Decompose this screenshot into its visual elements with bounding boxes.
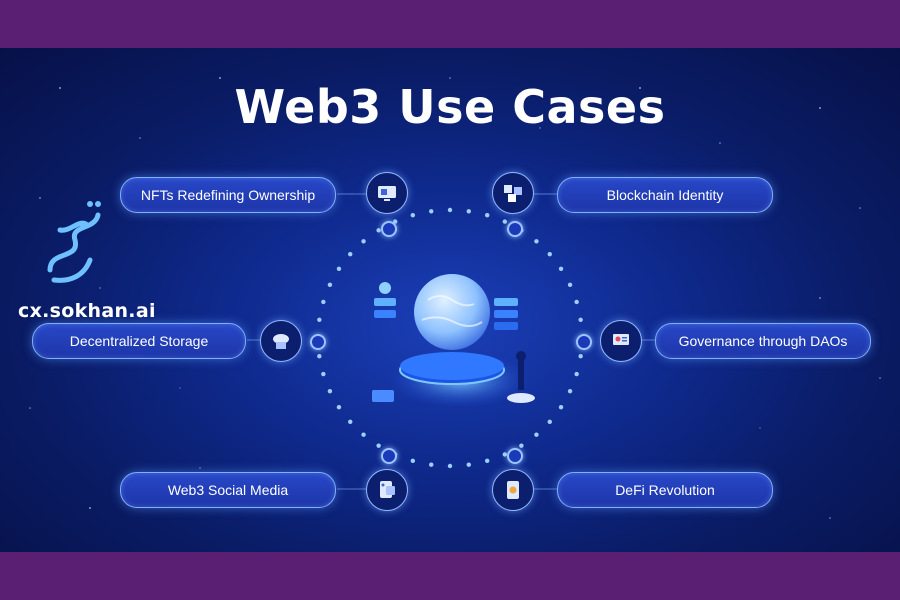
use-case-pill: Web3 Social Media: [120, 472, 336, 508]
ring-node: [507, 221, 523, 237]
use-case-pill: NFTs Redefining Ownership: [120, 177, 336, 213]
ring-dot: [578, 317, 583, 322]
page-title: Web3 Use Cases: [234, 80, 666, 134]
cloud-storage-icon: [260, 320, 302, 362]
use-case-pill: Blockchain Identity: [557, 177, 773, 213]
ring-node: [507, 448, 523, 464]
use-case-label: Blockchain Identity: [606, 187, 724, 203]
ring-dot: [348, 419, 353, 425]
ring-dot: [558, 266, 564, 271]
ring-dot: [447, 463, 453, 469]
nft-ownership-icon: [366, 172, 408, 214]
ring-dot: [410, 458, 416, 464]
ring-node: [576, 334, 592, 350]
ring-dot: [376, 228, 381, 233]
ring-dot: [429, 462, 434, 467]
ring-dot: [567, 282, 573, 288]
ring-dot: [466, 209, 471, 214]
use-case-label: Governance through DAOs: [678, 333, 848, 349]
ring-dot: [321, 299, 326, 305]
social-media-icon: [366, 469, 408, 511]
ring-dot: [410, 212, 416, 218]
ring-dot: [376, 443, 381, 448]
ring-node: [381, 448, 397, 464]
use-case-pill: Governance through DAOs: [655, 323, 871, 359]
use-case-pill: Decentralized Storage: [32, 323, 246, 359]
ring-dot: [429, 209, 434, 214]
blockchain-identity-icon: [492, 172, 534, 214]
ring-dot: [558, 405, 564, 410]
central-globe-illustration: [372, 274, 535, 408]
watermark-text: cx.sokhan.ai: [18, 300, 156, 322]
ring-dot: [361, 239, 366, 244]
ring-dot: [348, 251, 353, 257]
ring-dot: [447, 207, 453, 213]
ring-dot: [578, 354, 583, 359]
dao-governance-icon: [600, 320, 642, 362]
ring-dot: [534, 432, 539, 437]
sokhan-logo: [47, 201, 101, 283]
ring-dot: [502, 219, 508, 224]
top-frame-band: [0, 0, 900, 48]
ring-dot: [361, 432, 366, 437]
ring-dot: [317, 354, 322, 359]
bottom-frame-band: [0, 552, 900, 600]
ring-node: [381, 221, 397, 237]
ring-dot: [574, 299, 579, 305]
ring-dot: [484, 458, 490, 464]
ring-dot: [547, 251, 552, 257]
ring-dot: [567, 388, 573, 394]
ring-dot: [519, 443, 524, 448]
use-case-label: NFTs Redefining Ownership: [140, 187, 316, 203]
defi-icon: [492, 469, 534, 511]
ring-dot: [336, 266, 342, 271]
ring-dot: [534, 239, 539, 244]
use-case-label: DeFi Revolution: [615, 482, 715, 498]
use-case-label: Web3 Social Media: [167, 482, 289, 498]
use-case-pill: DeFi Revolution: [557, 472, 773, 508]
ring-dot: [502, 452, 508, 457]
ring-dot: [321, 371, 326, 377]
ring-dot: [466, 462, 471, 467]
ring-dot: [327, 282, 333, 288]
ring-node: [310, 334, 326, 350]
ring-dot: [327, 388, 333, 394]
ring-dot: [484, 212, 490, 218]
ring-dot: [317, 317, 322, 322]
ring-dot: [574, 371, 579, 377]
ring-dot: [336, 405, 342, 410]
ring-dot: [547, 419, 552, 425]
use-case-label: Decentralized Storage: [69, 333, 209, 349]
